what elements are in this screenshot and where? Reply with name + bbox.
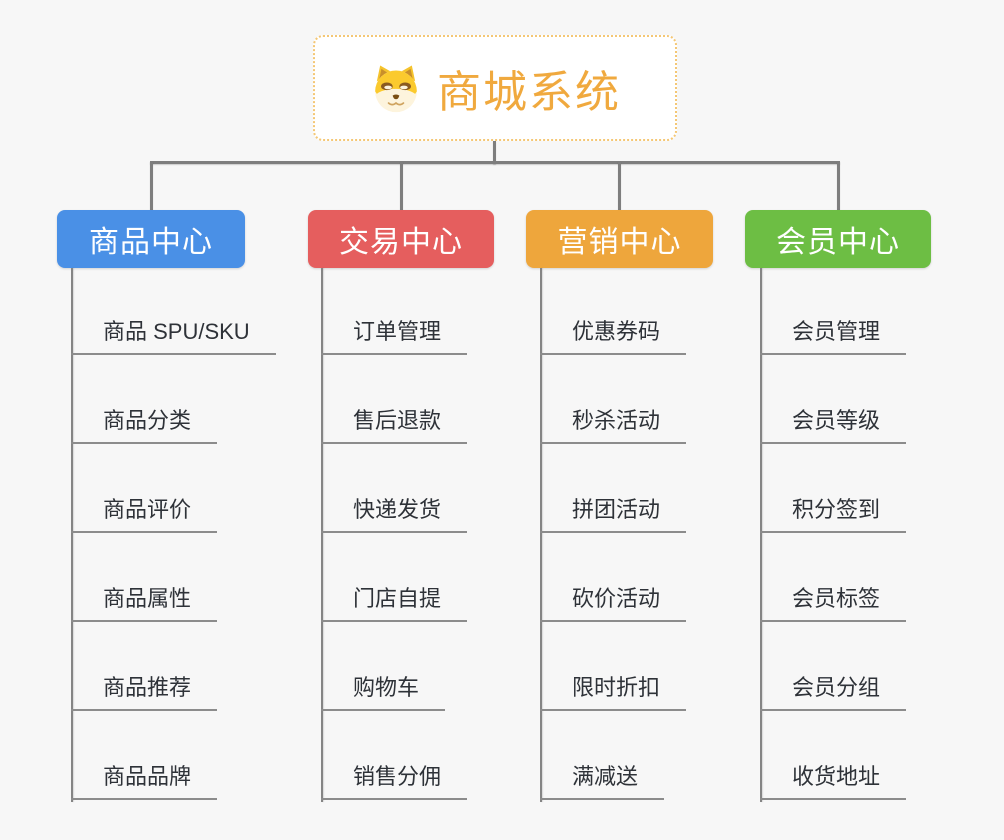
branch-trunk-line <box>321 268 323 802</box>
connector-line <box>149 161 153 211</box>
child-topic[interactable]: 购物车 <box>321 669 446 711</box>
child-topic[interactable]: 商品品牌 <box>71 758 218 800</box>
child-topic[interactable]: 砍价活动 <box>540 580 687 622</box>
child-topic[interactable]: 商品 SPU/SKU <box>71 313 276 355</box>
branch-trunk-line <box>71 268 73 802</box>
child-topic[interactable]: 售后退款 <box>321 402 468 444</box>
connector-line <box>836 161 840 211</box>
branch-trunk-line <box>540 268 542 802</box>
child-topic[interactable]: 会员标签 <box>760 580 907 622</box>
child-topic[interactable]: 商品属性 <box>71 580 218 622</box>
child-topic[interactable]: 销售分佣 <box>321 758 468 800</box>
child-topic[interactable]: 限时折扣 <box>540 669 687 711</box>
child-topic[interactable]: 商品推荐 <box>71 669 218 711</box>
child-topic[interactable]: 订单管理 <box>321 313 468 355</box>
child-topic[interactable]: 会员等级 <box>760 402 907 444</box>
connector-line <box>149 161 840 164</box>
branch-node-2[interactable]: 交易中心 <box>308 210 494 268</box>
child-topic[interactable]: 快递发货 <box>321 491 468 533</box>
child-topic[interactable]: 会员分组 <box>760 669 907 711</box>
child-topic[interactable]: 拼团活动 <box>540 491 687 533</box>
branch-node-3[interactable]: 营销中心 <box>526 210 713 268</box>
connector-line <box>618 161 621 211</box>
root-title: 商城系统 <box>437 68 621 117</box>
child-topic[interactable]: 商品分类 <box>71 402 218 444</box>
child-topic[interactable]: 会员管理 <box>760 313 907 355</box>
child-topic[interactable]: 秒杀活动 <box>540 402 687 444</box>
root-node[interactable]: 商城系统 <box>313 35 677 141</box>
connector-line <box>493 141 496 164</box>
connector-line <box>399 161 403 211</box>
branch-node-4[interactable]: 会员中心 <box>745 210 931 268</box>
child-topic[interactable]: 优惠券码 <box>540 313 687 355</box>
child-topic[interactable]: 门店自提 <box>321 580 468 622</box>
child-topic[interactable]: 积分签到 <box>760 491 907 533</box>
dog-face-icon <box>375 65 417 113</box>
branch-node-1[interactable]: 商品中心 <box>57 210 245 268</box>
child-topic[interactable]: 收货地址 <box>760 758 907 800</box>
child-topic[interactable]: 满减送 <box>540 758 665 800</box>
branch-trunk-line <box>760 268 762 802</box>
child-topic[interactable]: 商品评价 <box>71 491 218 533</box>
